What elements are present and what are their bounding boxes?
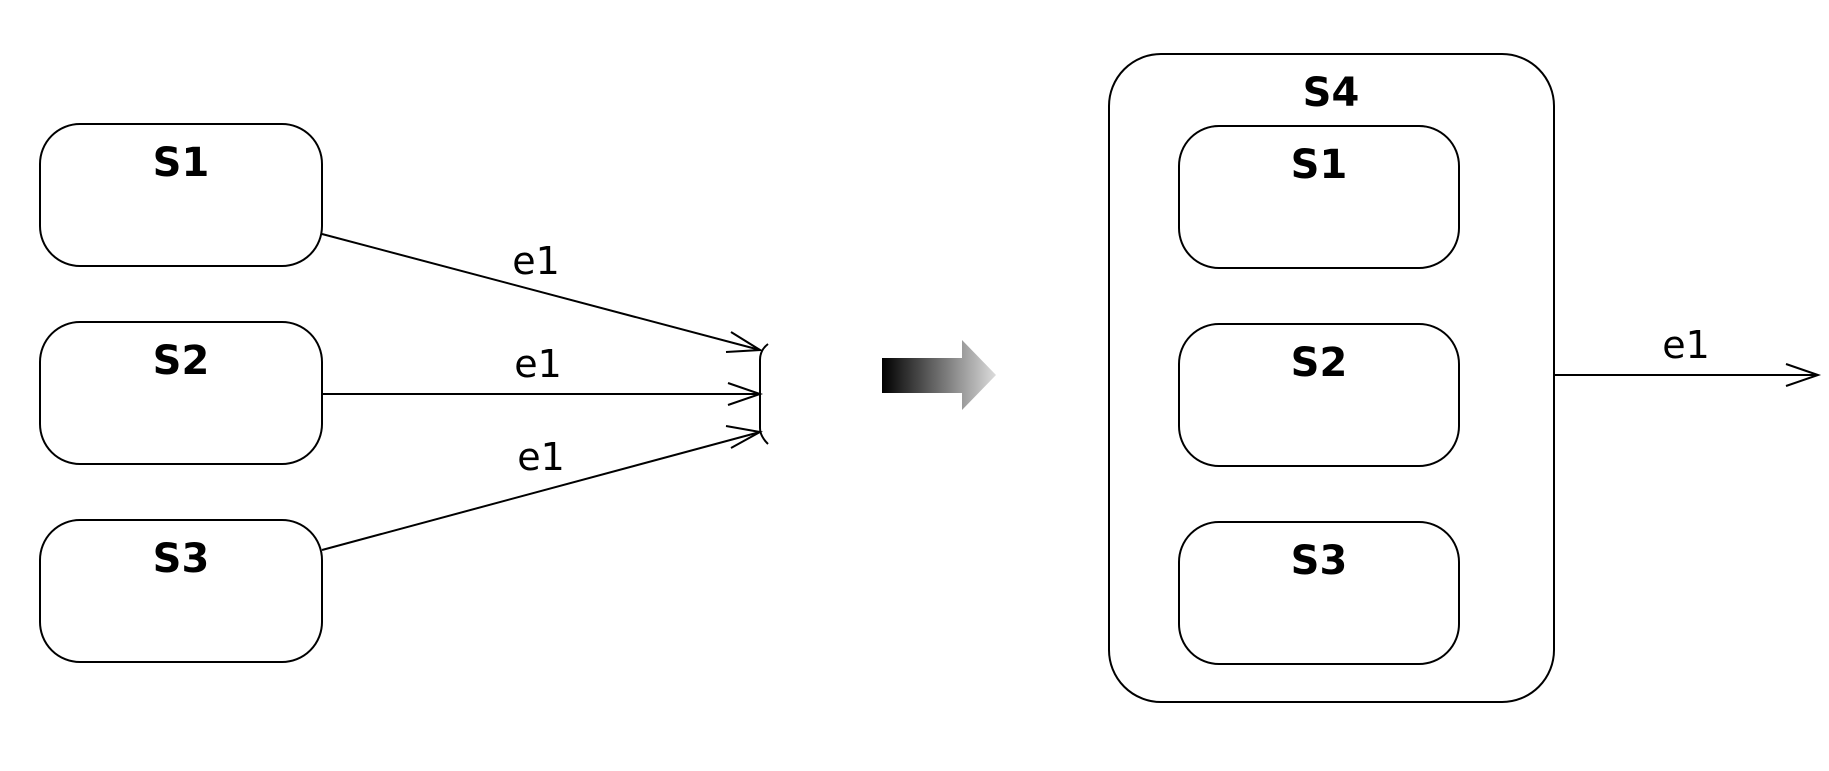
edge-label: e1 <box>512 239 560 283</box>
transition-s2: e1 <box>322 342 764 406</box>
substate-s2: S2 <box>1178 323 1460 467</box>
arrowhead-icon <box>725 331 764 353</box>
composite-state-label: S4 <box>1303 70 1360 116</box>
state-label: S1 <box>153 140 210 186</box>
state-label: S2 <box>153 338 210 384</box>
edge-label: e1 <box>514 342 562 386</box>
substate-s3: S3 <box>1178 521 1460 665</box>
transition-s3: e1 <box>321 425 763 551</box>
state-label: S3 <box>1291 538 1348 584</box>
state-label: S3 <box>153 536 210 582</box>
edge-label: e1 <box>1662 323 1710 367</box>
substate-s1: S1 <box>1178 125 1460 269</box>
state-label: S2 <box>1291 340 1348 386</box>
state-s1-left: S1 <box>39 123 323 267</box>
left-diagram: S1 S2 S3 e1 e1 e1 <box>39 123 769 663</box>
transition-s1: e1 <box>321 233 764 353</box>
transform-arrow-icon <box>882 340 996 410</box>
merge-bracket <box>759 343 769 445</box>
state-label: S1 <box>1291 142 1348 188</box>
state-s3-left: S3 <box>39 519 323 663</box>
exit-transition: e1 <box>1554 323 1822 387</box>
right-diagram: S4 S1 S2 S3 e1 <box>1108 53 1822 703</box>
edge-label: e1 <box>517 435 565 479</box>
arrowhead-icon <box>1785 363 1822 387</box>
state-s2-left: S2 <box>39 321 323 465</box>
